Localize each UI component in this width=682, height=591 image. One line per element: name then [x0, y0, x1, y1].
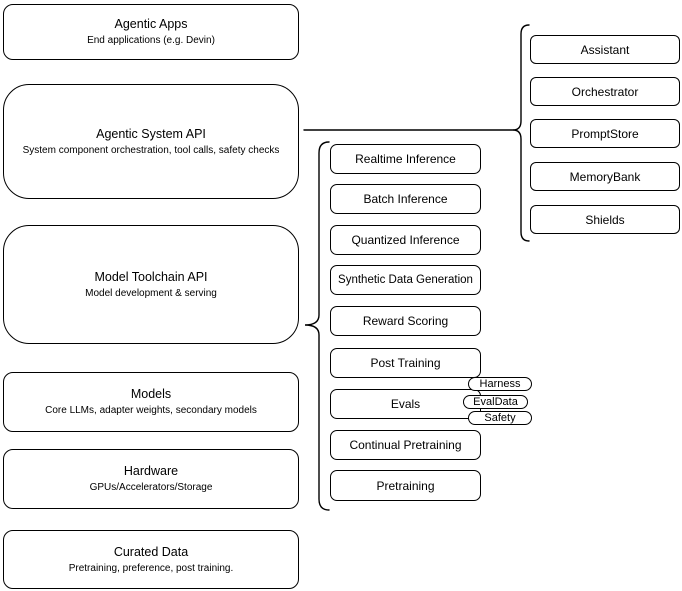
- eval-tag-evaldata: EvalData: [463, 395, 528, 409]
- toolchain-item-realtime-inference: Realtime Inference: [330, 144, 481, 174]
- component-promptstore: PromptStore: [530, 119, 680, 148]
- toolchain-item-reward-scoring: Reward Scoring: [330, 306, 481, 336]
- component-orchestrator: Orchestrator: [530, 77, 680, 106]
- toolchain-item-evals: Evals: [330, 389, 481, 419]
- layer-title: Agentic System API: [96, 126, 206, 141]
- eval-tag-label: Safety: [484, 411, 516, 424]
- layer-curated-data: Curated Data Pretraining, preference, po…: [3, 530, 299, 589]
- layer-title: Model Toolchain API: [94, 269, 208, 284]
- layer-title: Agentic Apps: [114, 17, 188, 32]
- eval-tag-harness: Harness: [468, 377, 532, 391]
- component-label: Orchestrator: [571, 84, 639, 99]
- toolchain-item-quantized-inference: Quantized Inference: [330, 225, 481, 255]
- toolchain-item-label: Quantized Inference: [351, 233, 460, 247]
- eval-tag-label: Harness: [479, 377, 521, 390]
- component-label: Shields: [585, 212, 625, 227]
- layer-model-toolchain-api: Model Toolchain API Model development & …: [3, 225, 299, 344]
- toolchain-item-label: Evals: [390, 397, 421, 411]
- layer-subtitle: Core LLMs, adapter weights, secondary mo…: [45, 405, 257, 417]
- layer-models: Models Core LLMs, adapter weights, secon…: [3, 372, 299, 432]
- toolchain-item-label: Reward Scoring: [362, 314, 449, 328]
- toolchain-item-label: Pretraining: [376, 478, 435, 493]
- toolchain-item-label: Synthetic Data Generation: [338, 274, 473, 286]
- toolchain-item-label: Post Training: [370, 356, 441, 370]
- layer-hardware: Hardware GPUs/Accelerators/Storage: [3, 449, 299, 509]
- toolchain-item-label: Realtime Inference: [355, 152, 456, 166]
- component-label: PromptStore: [571, 126, 639, 141]
- toolchain-item-label: Batch Inference: [363, 192, 448, 206]
- layer-subtitle: System component orchestration, tool cal…: [22, 144, 280, 156]
- component-assistant: Assistant: [530, 35, 680, 64]
- layer-subtitle: End applications (e.g. Devin): [87, 35, 215, 47]
- toolchain-item-post-training: Post Training: [330, 348, 481, 378]
- layer-title: Hardware: [123, 464, 179, 479]
- layer-subtitle: Pretraining, preference, post training.: [68, 562, 234, 574]
- layer-agentic-system-api: Agentic System API System component orch…: [3, 84, 299, 199]
- component-label: MemoryBank: [569, 169, 641, 184]
- layer-agentic-apps: Agentic Apps End applications (e.g. Devi…: [3, 4, 299, 60]
- layer-title: Models: [130, 387, 172, 402]
- layer-subtitle: GPUs/Accelerators/Storage: [89, 482, 213, 494]
- eval-tag-safety: Safety: [468, 411, 532, 425]
- toolchain-item-pretraining: Pretraining: [330, 470, 481, 501]
- component-label: Assistant: [580, 42, 630, 57]
- toolchain-item-batch-inference: Batch Inference: [330, 184, 481, 214]
- components-brace: [512, 24, 530, 242]
- layer-title: Curated Data: [113, 544, 189, 559]
- layer-subtitle: Model development & serving: [85, 287, 217, 299]
- component-memorybank: MemoryBank: [530, 162, 680, 191]
- eval-tag-label: EvalData: [473, 395, 518, 408]
- toolchain-item-label: Continual Pretraining: [349, 438, 462, 452]
- component-shields: Shields: [530, 205, 680, 234]
- toolchain-brace: [304, 141, 330, 511]
- toolchain-item-synthetic-data-generation: Synthetic Data Generation: [330, 265, 481, 295]
- toolchain-item-continual-pretraining: Continual Pretraining: [330, 430, 481, 460]
